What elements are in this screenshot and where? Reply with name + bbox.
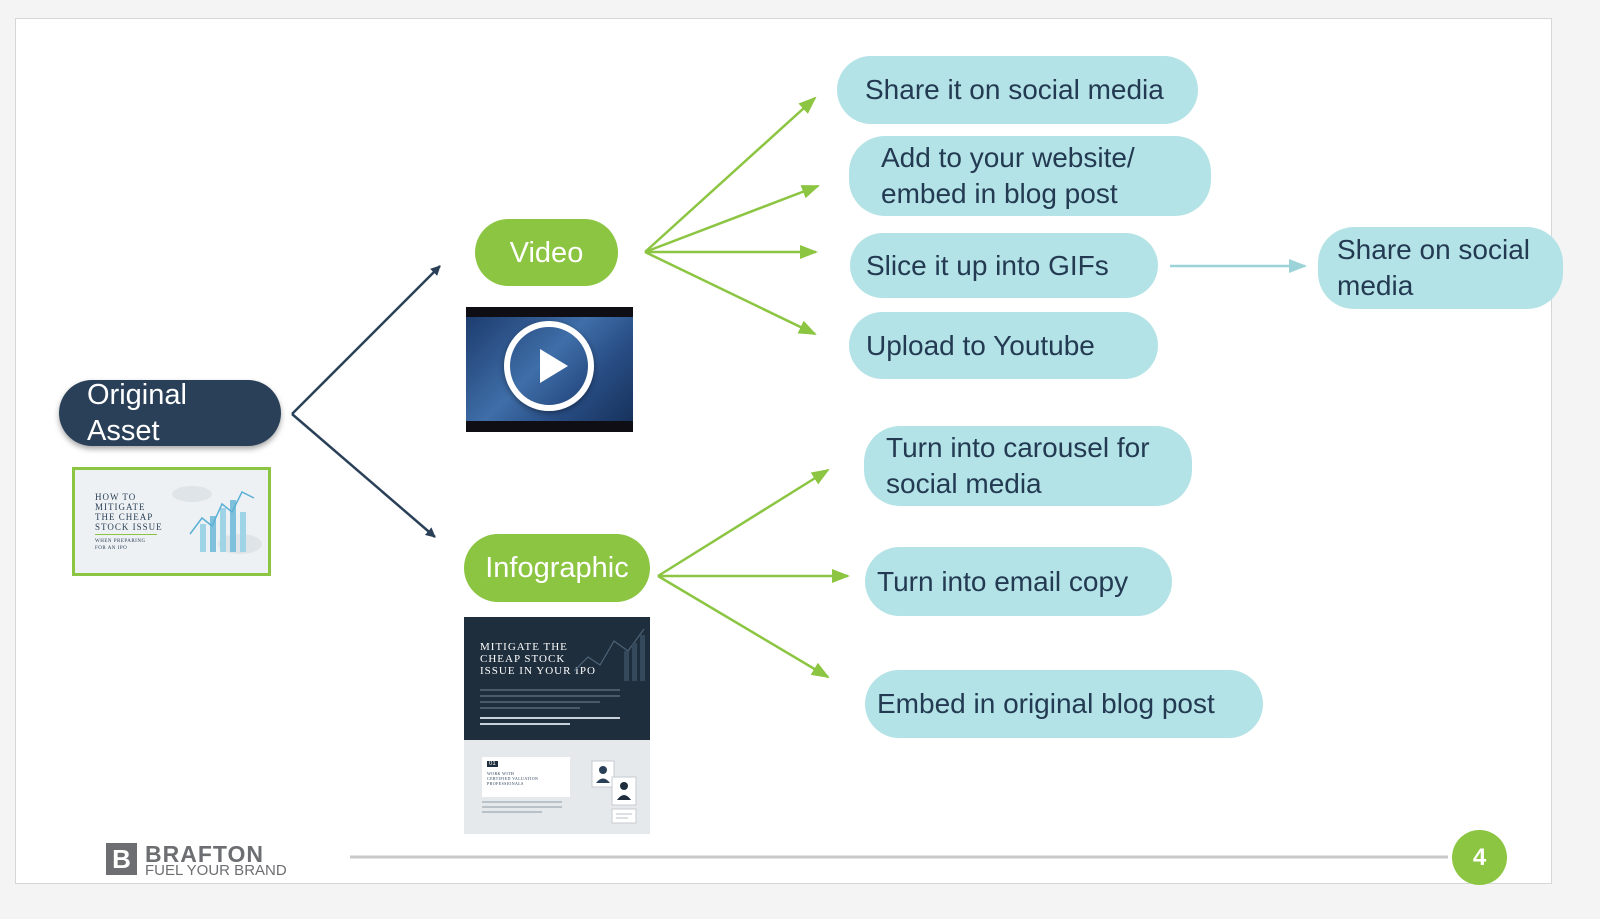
infographic-label: Infographic <box>485 552 629 584</box>
arrow-infographic-embed <box>657 574 830 679</box>
brafton-brand-name: BRAFTON <box>145 841 265 867</box>
infographic-action-email: Turn into email copy <box>865 547 1172 616</box>
asset-thumb-subtitle: WHEN PREPARING FOR AN IPO <box>95 539 146 551</box>
infographic-people-art <box>591 760 637 824</box>
video-action-gifs: Slice it up into GIFs <box>850 233 1158 298</box>
infographic-action-carousel: Turn into carousel for social media <box>864 426 1192 506</box>
asset-thumb-chart-art <box>172 486 262 554</box>
infographic-action-embed: Embed in original blog post <box>865 670 1263 738</box>
arrow-video-website <box>644 184 820 254</box>
brafton-tagline: FUEL YOUR BRAND <box>145 862 287 879</box>
video-node: Video <box>475 219 618 286</box>
infographic-step-card: 01 WORK WITH CERTIFIED VALUATION PROFESS… <box>482 757 570 797</box>
slide <box>15 18 1552 884</box>
video-action-website: Add to your website/ embed in blog post <box>849 136 1211 216</box>
video-arrows <box>644 96 820 336</box>
asset-thumb-title: HOW TO MITIGATE THE CHEAP STOCK ISSUE <box>95 492 163 532</box>
video-thumbnail[interactable] <box>466 307 633 432</box>
video-label: Video <box>509 236 584 269</box>
asset-thumb-rule <box>95 534 157 535</box>
infographic-step-text: WORK WITH CERTIFIED VALUATION PROFESSION… <box>487 771 539 786</box>
arrow-root-to-infographic <box>291 413 436 538</box>
infographic-header: MITIGATE THE CHEAP STOCK ISSUE IN YOUR I… <box>464 617 650 740</box>
video-action-youtube: Upload to Youtube <box>849 312 1158 379</box>
page-number-badge: 4 <box>1452 830 1507 885</box>
brafton-logo-mark: B <box>106 843 137 875</box>
brafton-logo: B BRAFTON FUEL YOUR BRAND <box>106 841 296 879</box>
gif-followup-share: Share on social media <box>1318 227 1563 309</box>
original-asset-thumbnail: HOW TO MITIGATE THE CHEAP STOCK ISSUE WH… <box>72 467 271 576</box>
arrow-root-to-video <box>291 265 441 415</box>
root-arrows <box>291 265 441 538</box>
original-asset-label: Original Asset <box>87 379 187 447</box>
arrow-infographic-carousel <box>657 468 830 578</box>
play-icon[interactable] <box>504 321 594 411</box>
infographic-step-number: 01 <box>487 761 498 767</box>
infographic-step-lines <box>482 801 562 813</box>
infographic-arrows <box>657 468 850 679</box>
video-action-share: Share it on social media <box>837 56 1198 124</box>
arrow-video-youtube <box>644 250 817 336</box>
infographic-title: MITIGATE THE CHEAP STOCK ISSUE IN YOUR I… <box>480 641 596 677</box>
arrow-video-share <box>644 96 817 253</box>
infographic-header-art <box>574 628 645 681</box>
infographic-thumbnail: MITIGATE THE CHEAP STOCK ISSUE IN YOUR I… <box>464 617 650 834</box>
original-asset-node: Original Asset <box>59 379 281 447</box>
infographic-body-lines <box>480 689 620 725</box>
infographic-node: Infographic <box>464 534 650 602</box>
